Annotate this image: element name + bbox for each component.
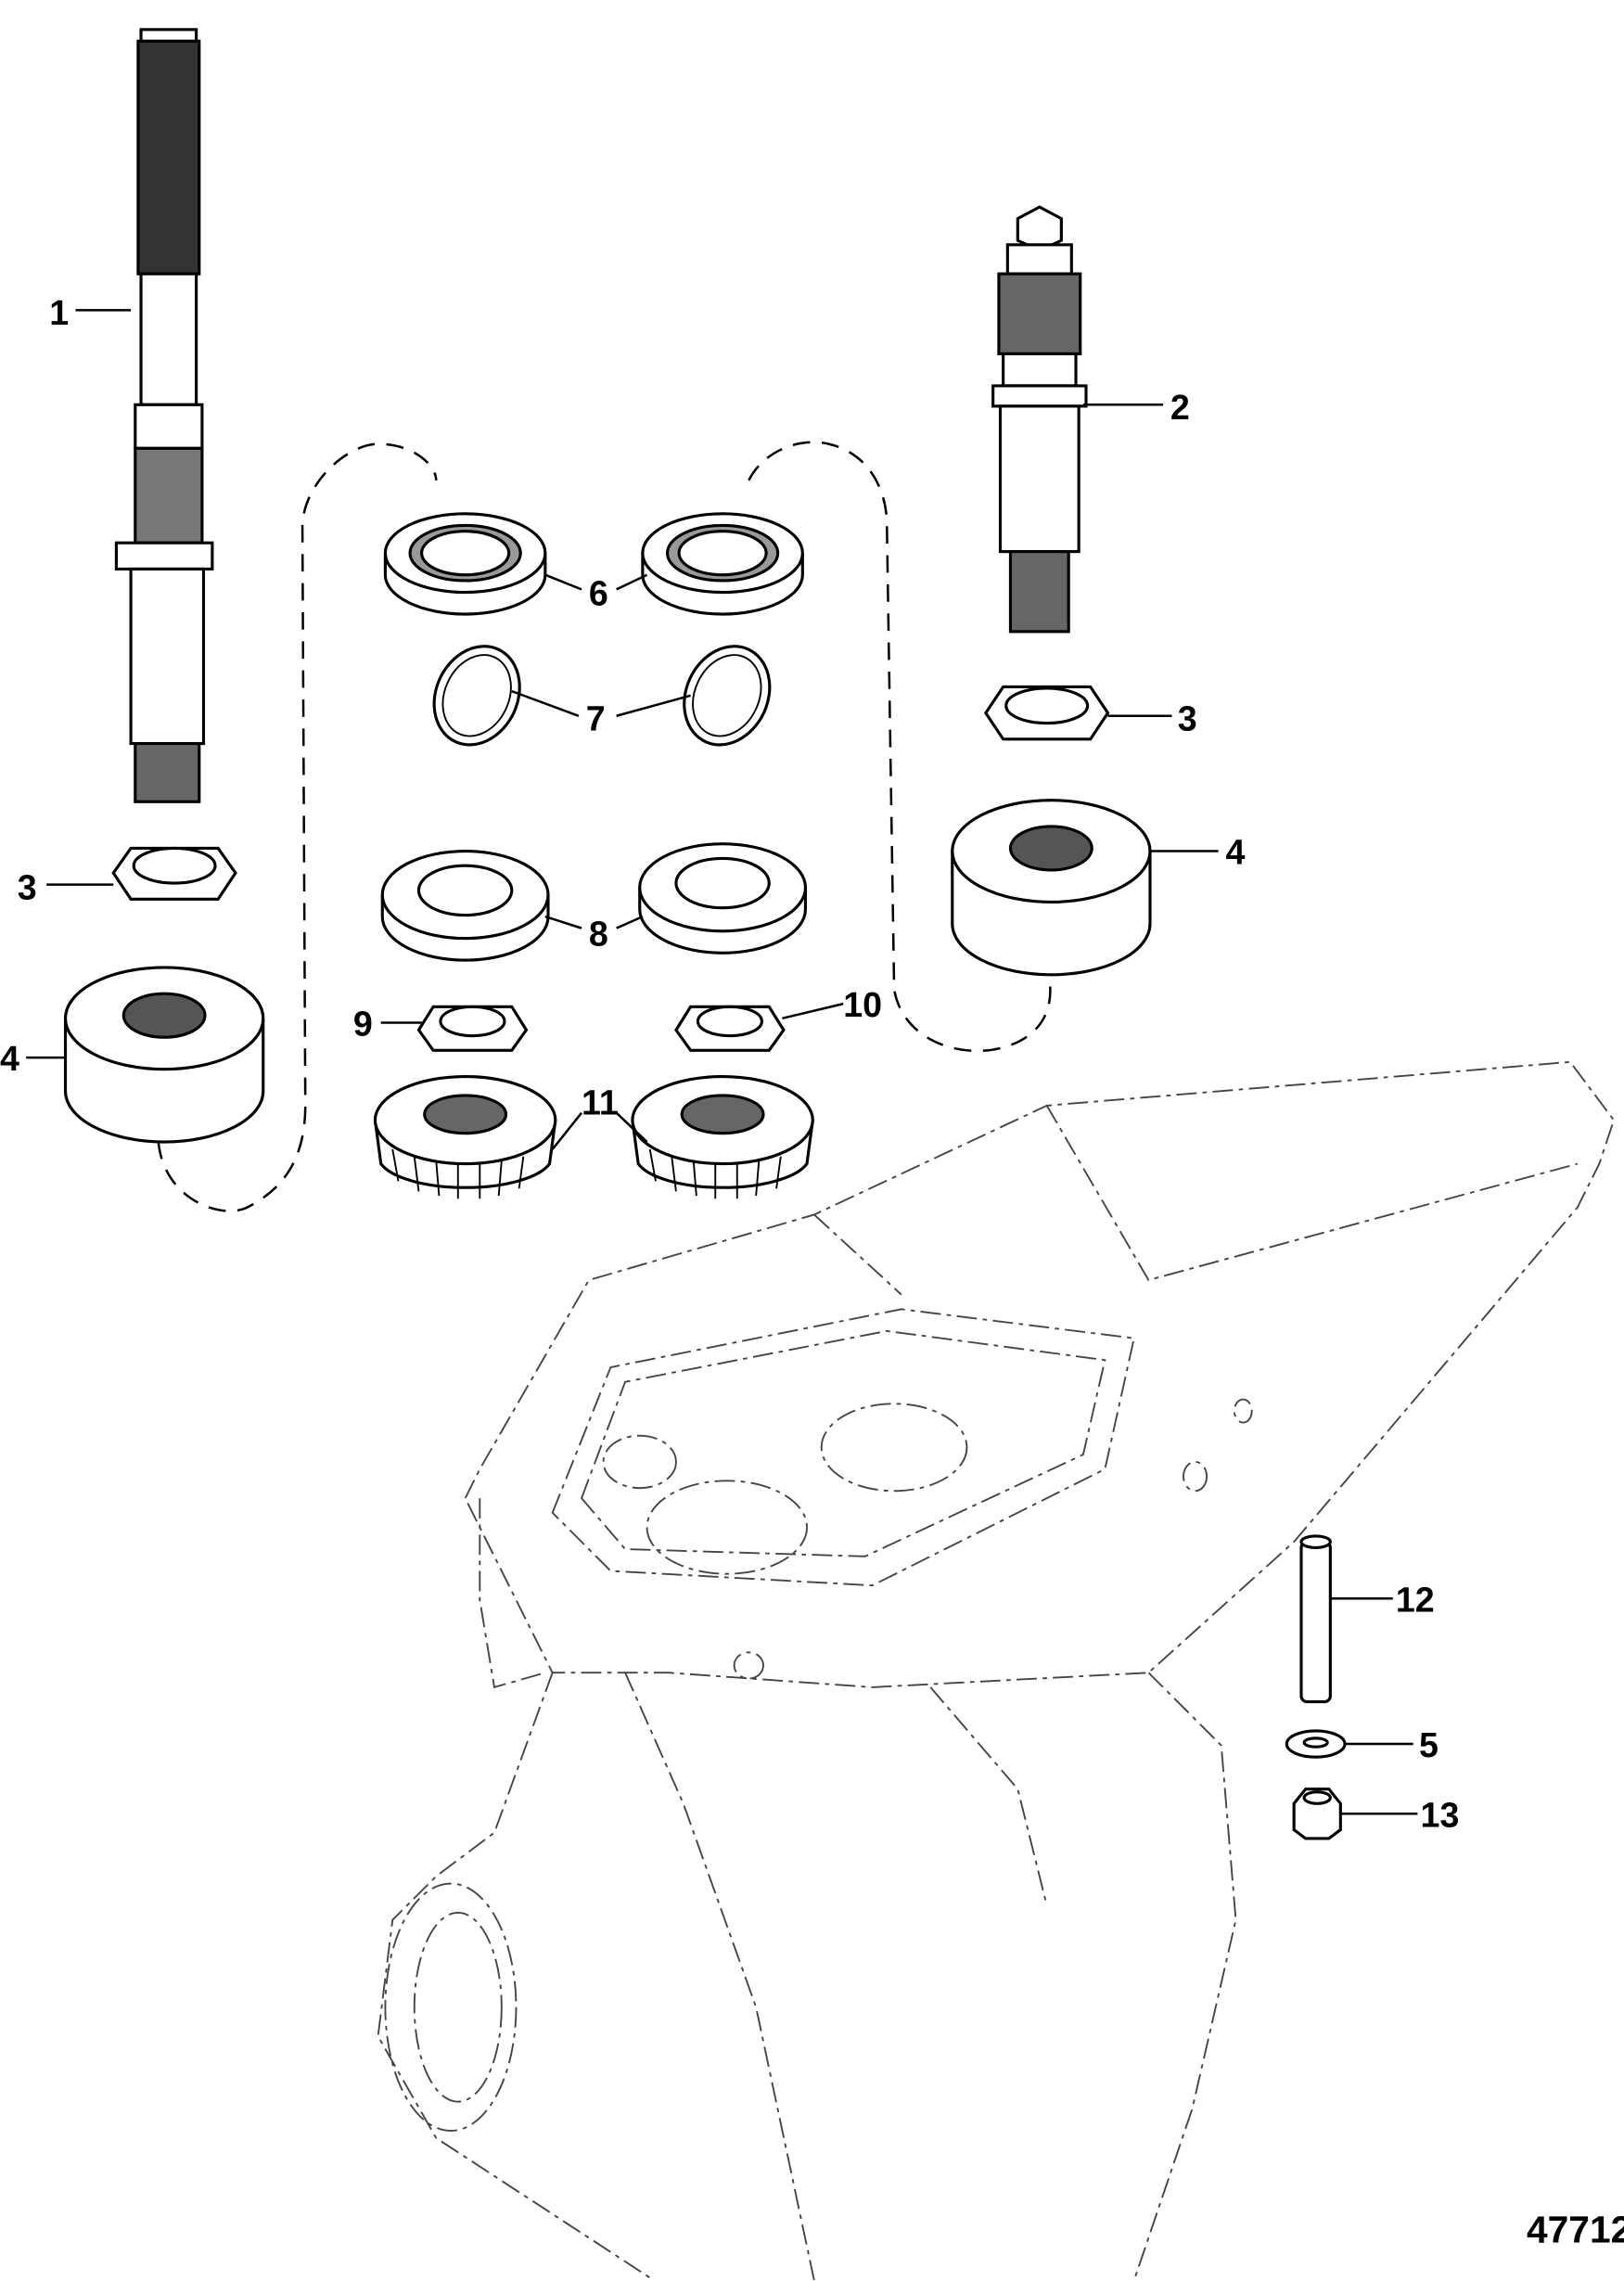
part-6-bearing-right (641, 512, 804, 616)
part-11-gear-left (373, 1074, 557, 1199)
callout-3-right: 3 (1178, 698, 1197, 737)
callout-5: 5 (1419, 1725, 1439, 1764)
part-4-bearing-left (63, 966, 265, 1144)
callout-13: 13 (1421, 1795, 1460, 1834)
part-3-nut-left (111, 846, 237, 901)
callout-4-right: 4 (1225, 833, 1245, 872)
callout-10: 10 (843, 985, 882, 1024)
right-group-outline (748, 441, 1052, 1053)
part-11-gear-right (631, 1074, 814, 1199)
callout-1: 1 (49, 293, 69, 332)
callout-7: 7 (586, 698, 606, 737)
part-8-bearing-right (638, 842, 808, 955)
callout-11: 11 (582, 1083, 619, 1121)
part-2-pinion-shaft (991, 205, 1088, 634)
part-6-bearing-left (383, 512, 547, 616)
left-group-outline (157, 442, 438, 1212)
part-10-nut (674, 1005, 786, 1052)
part-5-washer (1285, 1729, 1347, 1759)
part-13-nut (1292, 1788, 1342, 1840)
callout-12: 12 (1396, 1580, 1435, 1619)
part-4-bearing-right (951, 799, 1152, 977)
part-7-race-left (432, 645, 521, 747)
callout-2: 2 (1170, 388, 1190, 427)
part-8-bearing-left (380, 849, 550, 962)
callout-6: 6 (589, 574, 608, 613)
part-1-drive-shaft (114, 28, 214, 803)
figure-number: 47712 (1527, 2209, 1624, 2251)
gearcase-housing (377, 1060, 1616, 2281)
part-12-pin (1299, 1534, 1332, 1704)
part-7-race-right (683, 645, 772, 747)
callout-3-left: 3 (18, 867, 37, 906)
part-9-nut (416, 1005, 529, 1052)
part-3-nut-right (983, 685, 1110, 741)
callout-8: 8 (589, 914, 608, 953)
callout-9: 9 (353, 1005, 373, 1044)
callout-4-left: 4 (0, 1039, 19, 1078)
leader-lines (26, 309, 1418, 1815)
